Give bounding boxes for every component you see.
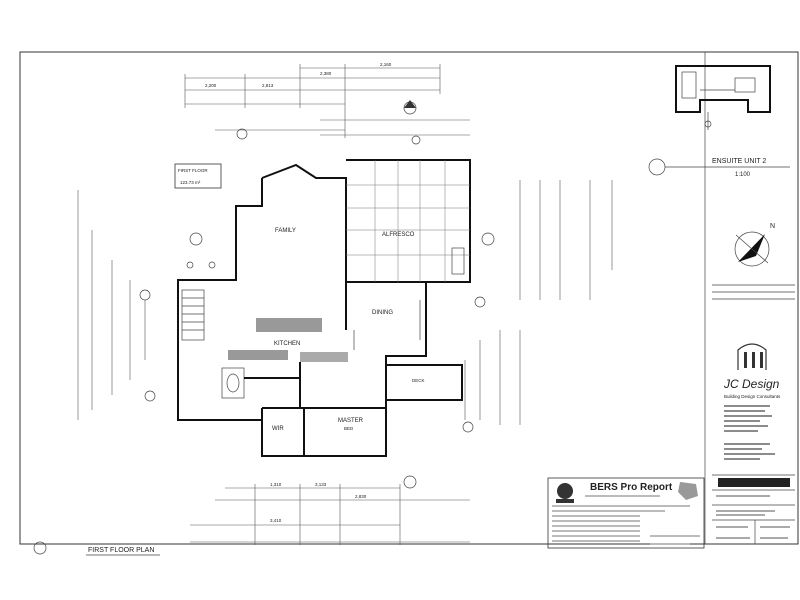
room-label-master-sub: BED	[344, 426, 354, 431]
bers-logo	[556, 483, 574, 503]
company-logo-text: JC Design	[723, 377, 780, 391]
dim-bottom-2: 3,133	[315, 482, 327, 487]
dim-bottom-3: 2,830	[355, 494, 367, 499]
title-block-text-lines	[724, 405, 775, 460]
dim-bottom-4: 3,410	[270, 518, 282, 523]
floor-plan-walls	[177, 159, 471, 457]
room-label-master: MASTER	[338, 418, 364, 424]
dim-top-3: 2,380	[320, 71, 332, 76]
floor-area-value: 123.73 m²	[180, 180, 201, 185]
ensuite-section-marker	[648, 158, 666, 176]
australia-map-icon	[678, 482, 698, 500]
north-arrow-icon: N	[734, 223, 775, 267]
bers-certificate: BERS Pro Report	[547, 477, 705, 549]
plan-title: FIRST FLOOR PLAN	[88, 547, 154, 554]
sheet-border	[19, 51, 799, 545]
room-label-dining: DINING	[372, 310, 393, 316]
title-block: JC Design Building Design Consultants	[712, 284, 795, 544]
bers-title: BERS Pro Report	[590, 482, 673, 493]
dim-top-4: 2,160	[380, 62, 392, 67]
floor-area-title: FIRST FLOOR	[178, 168, 208, 173]
bers-body-lines	[552, 495, 700, 545]
ensuite-scale: 1:100	[735, 172, 751, 178]
dim-top-1: 2,200	[205, 83, 217, 88]
side-dimension-lines	[77, 180, 613, 433]
alfresco-grid	[346, 160, 470, 282]
room-label-family: FAMILY	[275, 228, 296, 234]
company-tagline: Building Design Consultants	[724, 394, 781, 399]
room-label-deck: DECK	[412, 378, 425, 383]
room-label-wir: WIR	[272, 426, 284, 432]
top-dimension-lines: 2,200 2,813 2,380 2,160	[184, 62, 470, 145]
ensuite-label: ENSUITE UNIT 2	[712, 158, 766, 165]
floor-area-box: FIRST FLOOR 123.73 m²	[174, 163, 222, 189]
kitchen-bench-bottom	[228, 350, 288, 360]
dim-bottom-1: 1,310	[270, 482, 282, 487]
company-logo: JC Design Building Design Consultants	[723, 343, 781, 399]
room-label-kitchen: KITCHEN	[274, 341, 300, 347]
room-labels: FAMILY ALFRESCO DINING KITCHEN MASTER BE…	[272, 228, 425, 432]
redacted-bar	[718, 478, 790, 487]
ensuite-detail: ENSUITE UNIT 2 1:100	[648, 65, 790, 178]
kitchen-bench-top	[256, 318, 322, 332]
kitchen-island	[300, 352, 348, 362]
dim-top-2: 2,813	[262, 83, 274, 88]
title-block-row-lines	[716, 495, 790, 539]
bottom-dimension-lines: 1,310 3,133 2,830 3,410	[33, 475, 470, 555]
room-label-alfresco: ALFRESCO	[382, 232, 415, 238]
north-label: N	[770, 223, 775, 230]
plan-title-group: FIRST FLOOR PLAN	[86, 547, 160, 556]
